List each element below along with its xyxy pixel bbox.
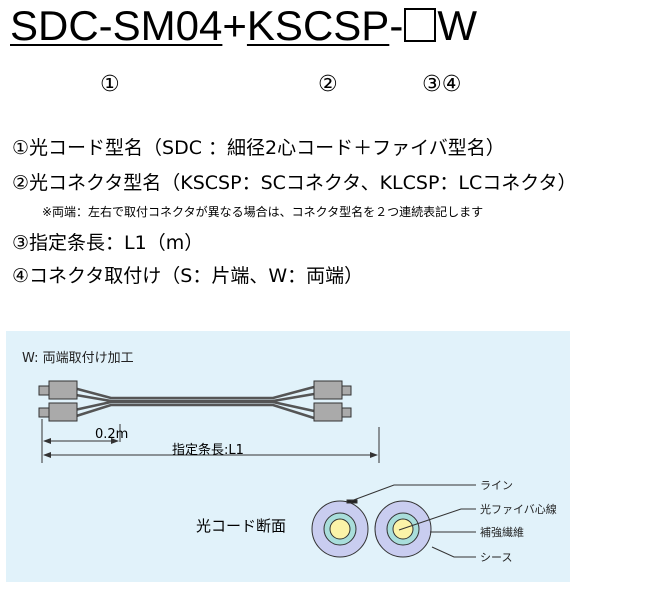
cross-section [311,484,476,558]
cord-model: SDC-SM04 [10,2,223,49]
marker-1: ① [100,72,120,97]
dim-short-label: 0.2m [95,427,129,442]
diagram-panel: W: 両端取付け加工 0.2m 指定条長:L1 光コード断面 ライン 光ファイバ… [6,331,570,582]
section-label: 光コード断面 [196,517,287,535]
spec-line-1: ①光コード型名（SDC ：細径2心コード＋ファイバ型名） [12,137,505,159]
length-placeholder-box [404,8,437,42]
model-code-title: SDC-SM04+KSCSP-W [10,2,477,50]
diagram-heading: W: 両端取付け加工 [22,351,134,366]
dim-long-label: 指定条長:L1 [172,443,244,458]
connector-model: KSCSP [246,2,390,49]
plus-sign: + [222,2,247,49]
spec-line-3: ③指定条長：L1（m） [12,232,204,254]
marker-2: ② [318,72,338,97]
spec-line-4: ④コネクタ取付け（S：片端、W：両端） [12,265,364,287]
attach-code: W [437,2,477,49]
callout-reinforcement: 補強繊維 [480,526,524,539]
marker-34: ③④ [422,72,462,97]
spec-note: ※両端：左右で取付コネクタが異なる場合は、コネクタ型名を２つ連続表記します [42,205,484,219]
cable-diagram [38,380,476,558]
callout-line: ライン [480,479,513,492]
callout-fiber: 光ファイバ心線 [480,503,557,516]
spec-line-2: ②光コネクタ型名（KSCSP：SCコネクタ、KLCSP：LCコネクタ） [12,172,577,194]
callout-sheath: シース [480,551,513,564]
dash: - [389,2,404,49]
